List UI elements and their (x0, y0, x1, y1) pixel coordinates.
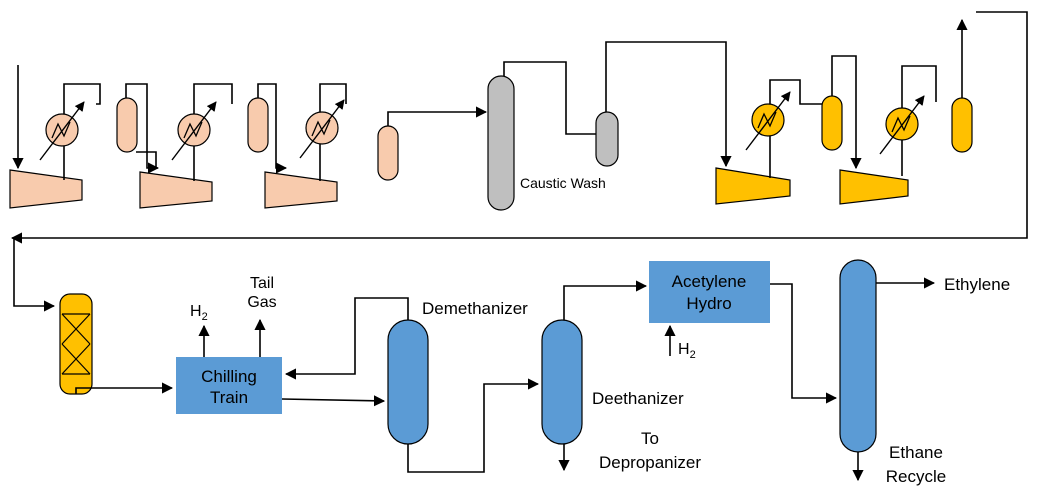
acetylene-hydro-label-line2: Hydro (686, 294, 731, 313)
line-d2-to-c3 (257, 83, 288, 174)
acetylene-hydro-label-line1: Acetylene (672, 272, 747, 291)
to-depropanizer-label-line1: To (641, 429, 659, 448)
dryer-bed-icon (59, 293, 93, 395)
compressor-4-icon (715, 167, 791, 205)
line-hydro-to-splitter (770, 283, 838, 404)
caustic-wash-label: Caustic Wash (520, 175, 606, 191)
return-loop-line (10, 11, 1028, 244)
line-d1-to-c2 (125, 83, 160, 174)
caustic-drum-icon (595, 111, 619, 167)
heat-exchanger-5-icon (879, 95, 925, 155)
line-d1-bottom (136, 151, 157, 168)
compressor-3-icon (264, 171, 338, 209)
demethanizer-label: Demethanizer (422, 299, 528, 318)
deethanizer-column-icon (541, 319, 583, 445)
line-to-dryer (13, 238, 56, 312)
line-d4-to-c5 (831, 55, 862, 170)
drum-4-icon (821, 95, 843, 151)
ethylene-label: Ethylene (944, 275, 1010, 294)
c2-splitter-column-icon (839, 259, 877, 453)
line-chilling-to-demethanizer (281, 395, 386, 407)
line-deethanizer-to-hydro (563, 280, 648, 320)
tail-gas-label-line2: Gas (247, 294, 276, 311)
deethanizer-label: Deethanizer (592, 389, 684, 408)
heat-exchanger-1-icon (39, 101, 85, 161)
tail-gas-label-line1: Tail (250, 275, 274, 292)
demethanizer-column-icon (387, 319, 429, 445)
line-caustic-to-c4 (605, 41, 732, 168)
caustic-wash-column-icon (487, 75, 515, 211)
drum-5-icon (951, 97, 973, 153)
h2-chilling-label: H2 (190, 303, 208, 323)
chilling-train-label-line2: Train (210, 388, 248, 407)
ethane-recycle-label-line2: Recycle (886, 467, 946, 486)
compressor-5-icon (839, 169, 909, 205)
line-caustic-to-drum (503, 61, 598, 135)
h2-hydro-label: H2 (678, 341, 696, 361)
drum-1-icon (116, 97, 138, 153)
drum-2-icon (247, 97, 269, 153)
heat-exchanger-3-icon (299, 99, 345, 159)
chilling-train-box (176, 357, 282, 414)
line-dryer-to-chilling (75, 382, 174, 394)
compressor-2-icon (139, 171, 213, 209)
to-depropanizer-label-line2: Depropanizer (599, 453, 701, 472)
drum-3-icon (377, 125, 399, 181)
chilling-train-label-line1: Chilling (201, 367, 257, 386)
compressor-1-icon (9, 169, 83, 209)
line-demethanizer-to-deethanizer (407, 378, 540, 473)
acetylene-hydro-box (649, 261, 770, 323)
heat-exchanger-2-icon (171, 101, 217, 161)
line-d3-to-caustic (387, 106, 488, 126)
ethane-recycle-label-line1: Ethane (889, 443, 943, 462)
heat-exchanger-4-icon (745, 91, 791, 151)
line-demethanizer-overhead (284, 297, 409, 380)
